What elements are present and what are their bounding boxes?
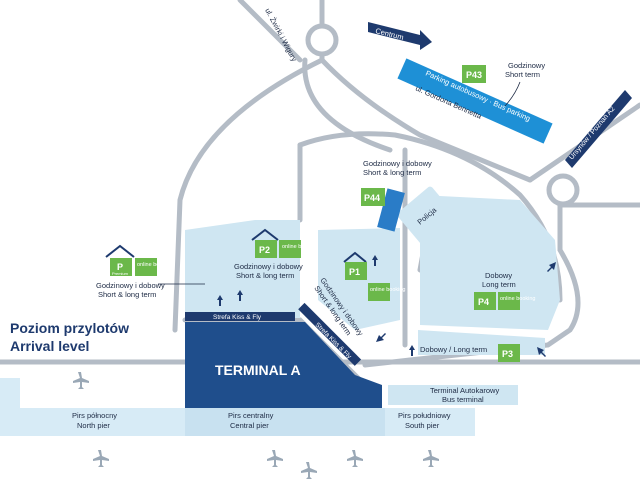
p44-desc-en: Short & long term	[363, 168, 421, 177]
policja-building	[397, 186, 459, 248]
bus-terminal-en: Bus terminal	[442, 395, 484, 404]
premium-badge: online booking	[137, 262, 172, 268]
premium-desc-en: Short & long term	[98, 290, 156, 299]
airplane-icon	[347, 450, 363, 467]
p2-code: P2	[259, 245, 270, 255]
roundabout-north	[305, 23, 339, 57]
arrow-up-icon	[217, 295, 223, 306]
south-pier-pl: Pirs południowy	[398, 411, 451, 420]
parking-p4: Dobowy Long term P4 online booking	[474, 271, 535, 310]
arrow-up-icon	[409, 345, 415, 356]
terminal-label: TERMINAL A	[215, 362, 301, 378]
arrow-diag-icon	[537, 347, 546, 357]
north-pier-en: North pier	[77, 421, 110, 430]
north-pier-pl: Pirs północny	[72, 411, 117, 420]
premium-code: P	[117, 262, 123, 272]
zone-p4	[420, 195, 560, 330]
airplane-icons	[73, 372, 439, 479]
p43-desc-pl: Godzinowy	[508, 61, 545, 70]
parking-p2: P2 online booking Godzinowy i dobowy Sho…	[234, 228, 317, 280]
terminal-a	[185, 322, 382, 408]
airplane-icon	[423, 450, 439, 467]
south-pier-en: South pier	[405, 421, 440, 430]
title-en: Arrival level	[10, 338, 89, 354]
arrow-diag-icon	[547, 262, 556, 272]
p4-desc-pl: Dobowy	[485, 271, 512, 280]
premium-sub: Premium	[112, 271, 129, 276]
direction-centrum: Centrum	[368, 22, 432, 50]
airplane-icon	[267, 450, 283, 467]
roundabout-east	[546, 173, 580, 207]
p4-desc-en: Long term	[482, 280, 516, 289]
central-pier-pl: Pirs centralny	[228, 411, 274, 420]
p1-code: P1	[349, 267, 360, 277]
piers: Pirs północny North pier Pirs centralny …	[0, 378, 475, 436]
bus-terminal-pl: Terminal Autokarowy	[430, 386, 499, 395]
p4-code: P4	[478, 297, 489, 307]
p3-code: P3	[502, 349, 513, 359]
direction-ursynow: Ursynów / Poznań A2	[565, 90, 632, 168]
arrow-diag-icon	[376, 333, 386, 342]
p43-code: P43	[466, 70, 482, 80]
arrow-up-icon	[372, 255, 378, 266]
p2-desc-pl: Godzinowy i dobowy	[234, 262, 303, 271]
p3-desc: Dobowy / Long term	[420, 345, 487, 354]
p44-ramp	[377, 188, 405, 232]
p2-badge: online booking	[282, 244, 317, 250]
parking-p44: Godzinowy i dobowy Short & long term P44	[361, 159, 432, 206]
p44-desc-pl: Godzinowy i dobowy	[363, 159, 432, 168]
parking-premium: P Premium online booking Godzinowy i dob…	[96, 244, 205, 299]
airplane-icon	[73, 372, 89, 389]
p2-desc-en: Short & long term	[236, 271, 294, 280]
parking-p43: P43 Godzinowy Short term	[462, 61, 545, 107]
street-zwirki: ul. Żwirki i Wigury	[263, 7, 299, 63]
p43-desc-en: Short term	[505, 70, 540, 79]
central-pier-en: Central pier	[230, 421, 269, 430]
airplane-icon	[301, 462, 317, 479]
p1-badge: online booking	[370, 287, 405, 293]
arrow-up-icon	[237, 290, 243, 301]
title-pl: Poziom przylotów	[10, 320, 129, 336]
parking-p3: Dobowy / Long term P3	[420, 344, 520, 362]
p44-code: P44	[364, 193, 380, 203]
premium-desc-pl: Godzinowy i dobowy	[96, 281, 165, 290]
bus-terminal	[388, 385, 518, 405]
entry-arrows	[217, 255, 556, 357]
centrum-label: Centrum	[375, 26, 405, 42]
p4-badge: online booking	[500, 296, 535, 302]
kiss-fly-label-1: Strefa Kiss & Fly	[213, 314, 262, 321]
airplane-icon	[93, 450, 109, 467]
ursynow-label: Ursynów / Poznań A2	[568, 105, 616, 161]
